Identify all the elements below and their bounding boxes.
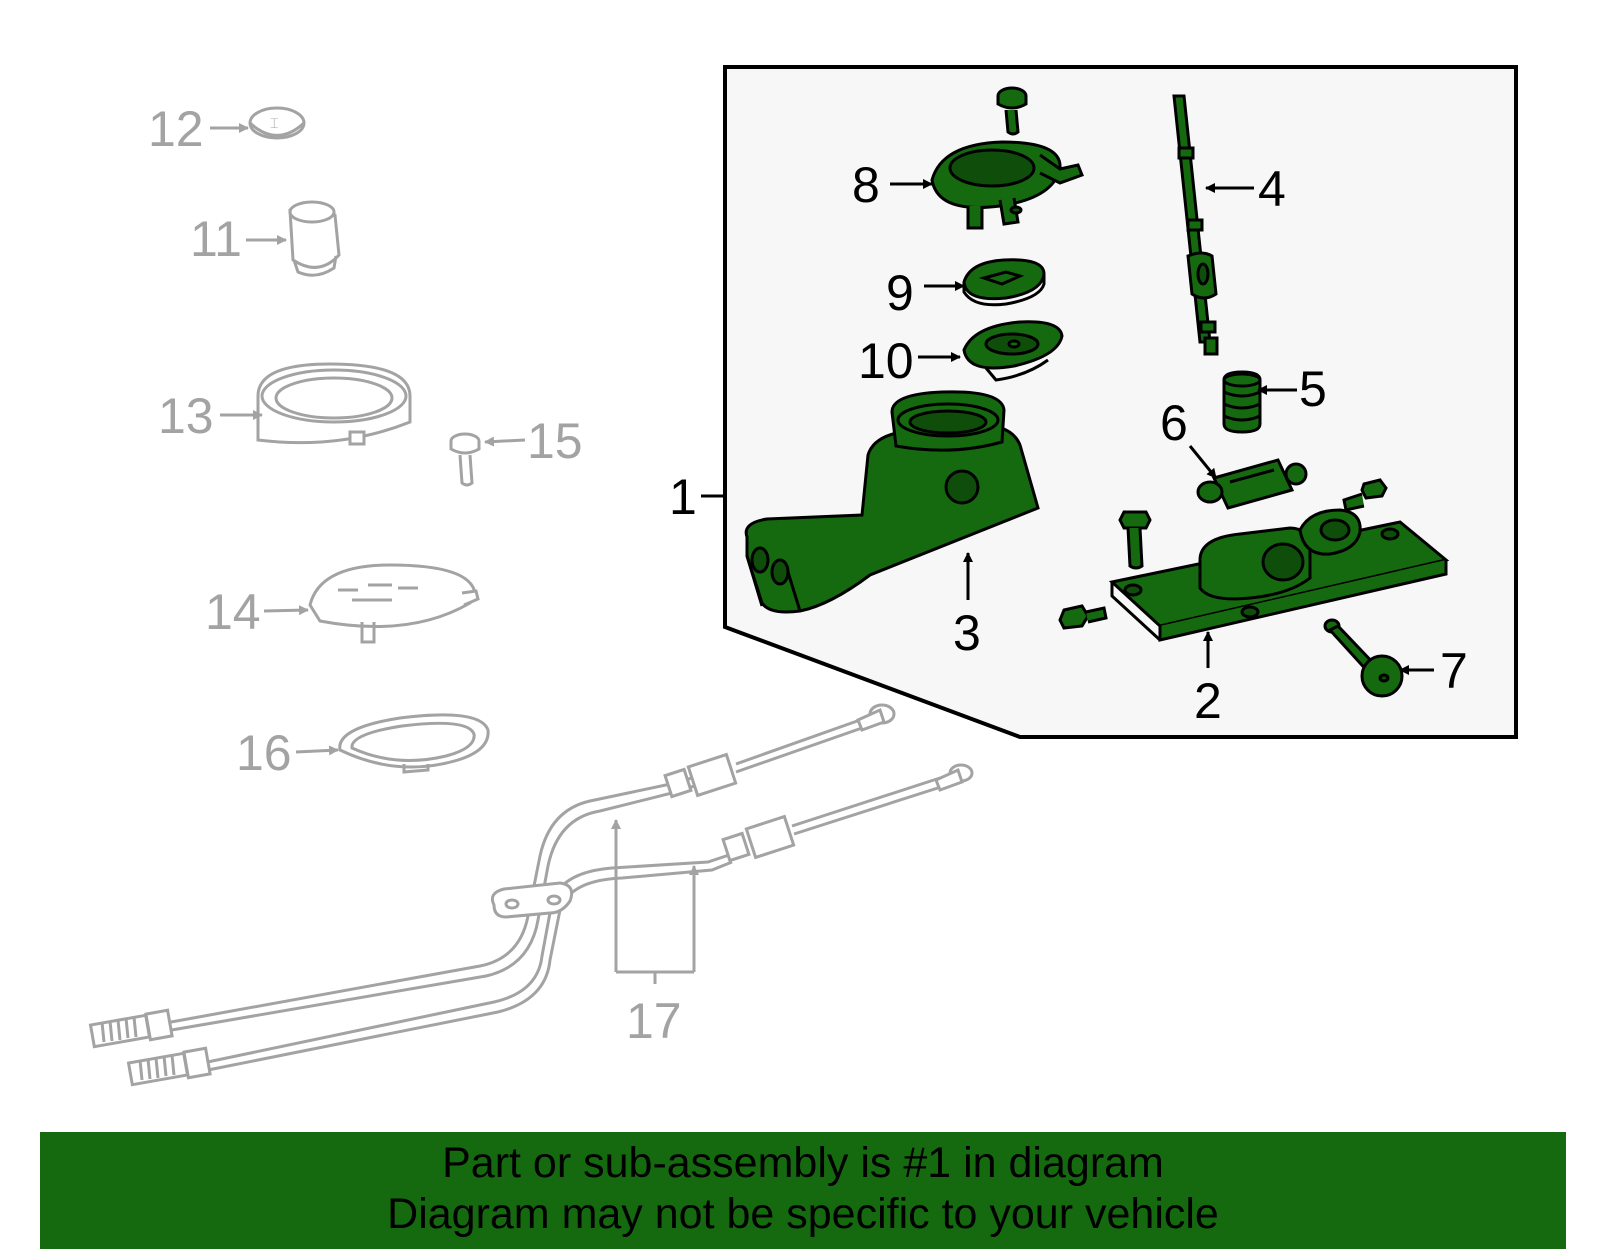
part-2-shifter-base xyxy=(1108,508,1450,642)
callout-17: 17 xyxy=(626,993,682,1049)
callout-13: 13 xyxy=(158,388,214,444)
part-7-pin xyxy=(1323,618,1404,698)
part-17-shift-cables xyxy=(88,703,974,1087)
callout-5: 5 xyxy=(1299,361,1327,417)
part-14-shift-plate xyxy=(308,563,480,644)
banner-line-1: Part or sub-assembly is #1 in diagram xyxy=(442,1139,1164,1187)
callout-15: 15 xyxy=(527,413,583,469)
part-2-bolts xyxy=(1058,478,1388,630)
part-3-shifter-housing xyxy=(744,390,1040,614)
callout-2: 2 xyxy=(1194,673,1222,729)
callout-7: 7 xyxy=(1440,643,1468,699)
part-9-guide-plate xyxy=(962,258,1046,307)
callout-8: 8 xyxy=(852,157,880,213)
part-11-shift-knob xyxy=(288,200,341,277)
callout-6: 6 xyxy=(1160,395,1188,451)
callout-11: 11 xyxy=(190,211,242,267)
part-10-seal-plate xyxy=(962,320,1064,382)
callout-10: 10 xyxy=(858,333,914,389)
part-8-bracket xyxy=(930,86,1084,230)
part-16-boot-seal xyxy=(338,713,490,774)
callout-3: 3 xyxy=(953,605,981,661)
part-5-spring xyxy=(1222,370,1262,434)
part-4-shift-lever xyxy=(1172,94,1219,356)
callout-4: 4 xyxy=(1258,161,1286,217)
part-13-trim-ring xyxy=(256,362,412,446)
assembly-inset-frame xyxy=(723,65,1518,739)
banner-line-2: Diagram may not be specific to your vehi… xyxy=(387,1190,1219,1238)
callout-9: 9 xyxy=(886,265,914,321)
callout-16: 16 xyxy=(236,725,292,781)
svg-text:⌶: ⌶ xyxy=(270,115,278,131)
callout-14: 14 xyxy=(205,584,261,640)
part-6-bushing xyxy=(1196,458,1308,510)
callout-12: 12 xyxy=(148,101,204,157)
callout-leaders-dark xyxy=(701,179,1434,675)
part-15-screw xyxy=(449,432,481,487)
info-banner: Part or sub-assembly is #1 in diagram Di… xyxy=(40,1132,1566,1249)
part-12-knob-cap: ⌶ xyxy=(248,106,306,140)
callout-leaders-grey xyxy=(210,123,699,984)
callout-1: 1 xyxy=(669,469,697,525)
